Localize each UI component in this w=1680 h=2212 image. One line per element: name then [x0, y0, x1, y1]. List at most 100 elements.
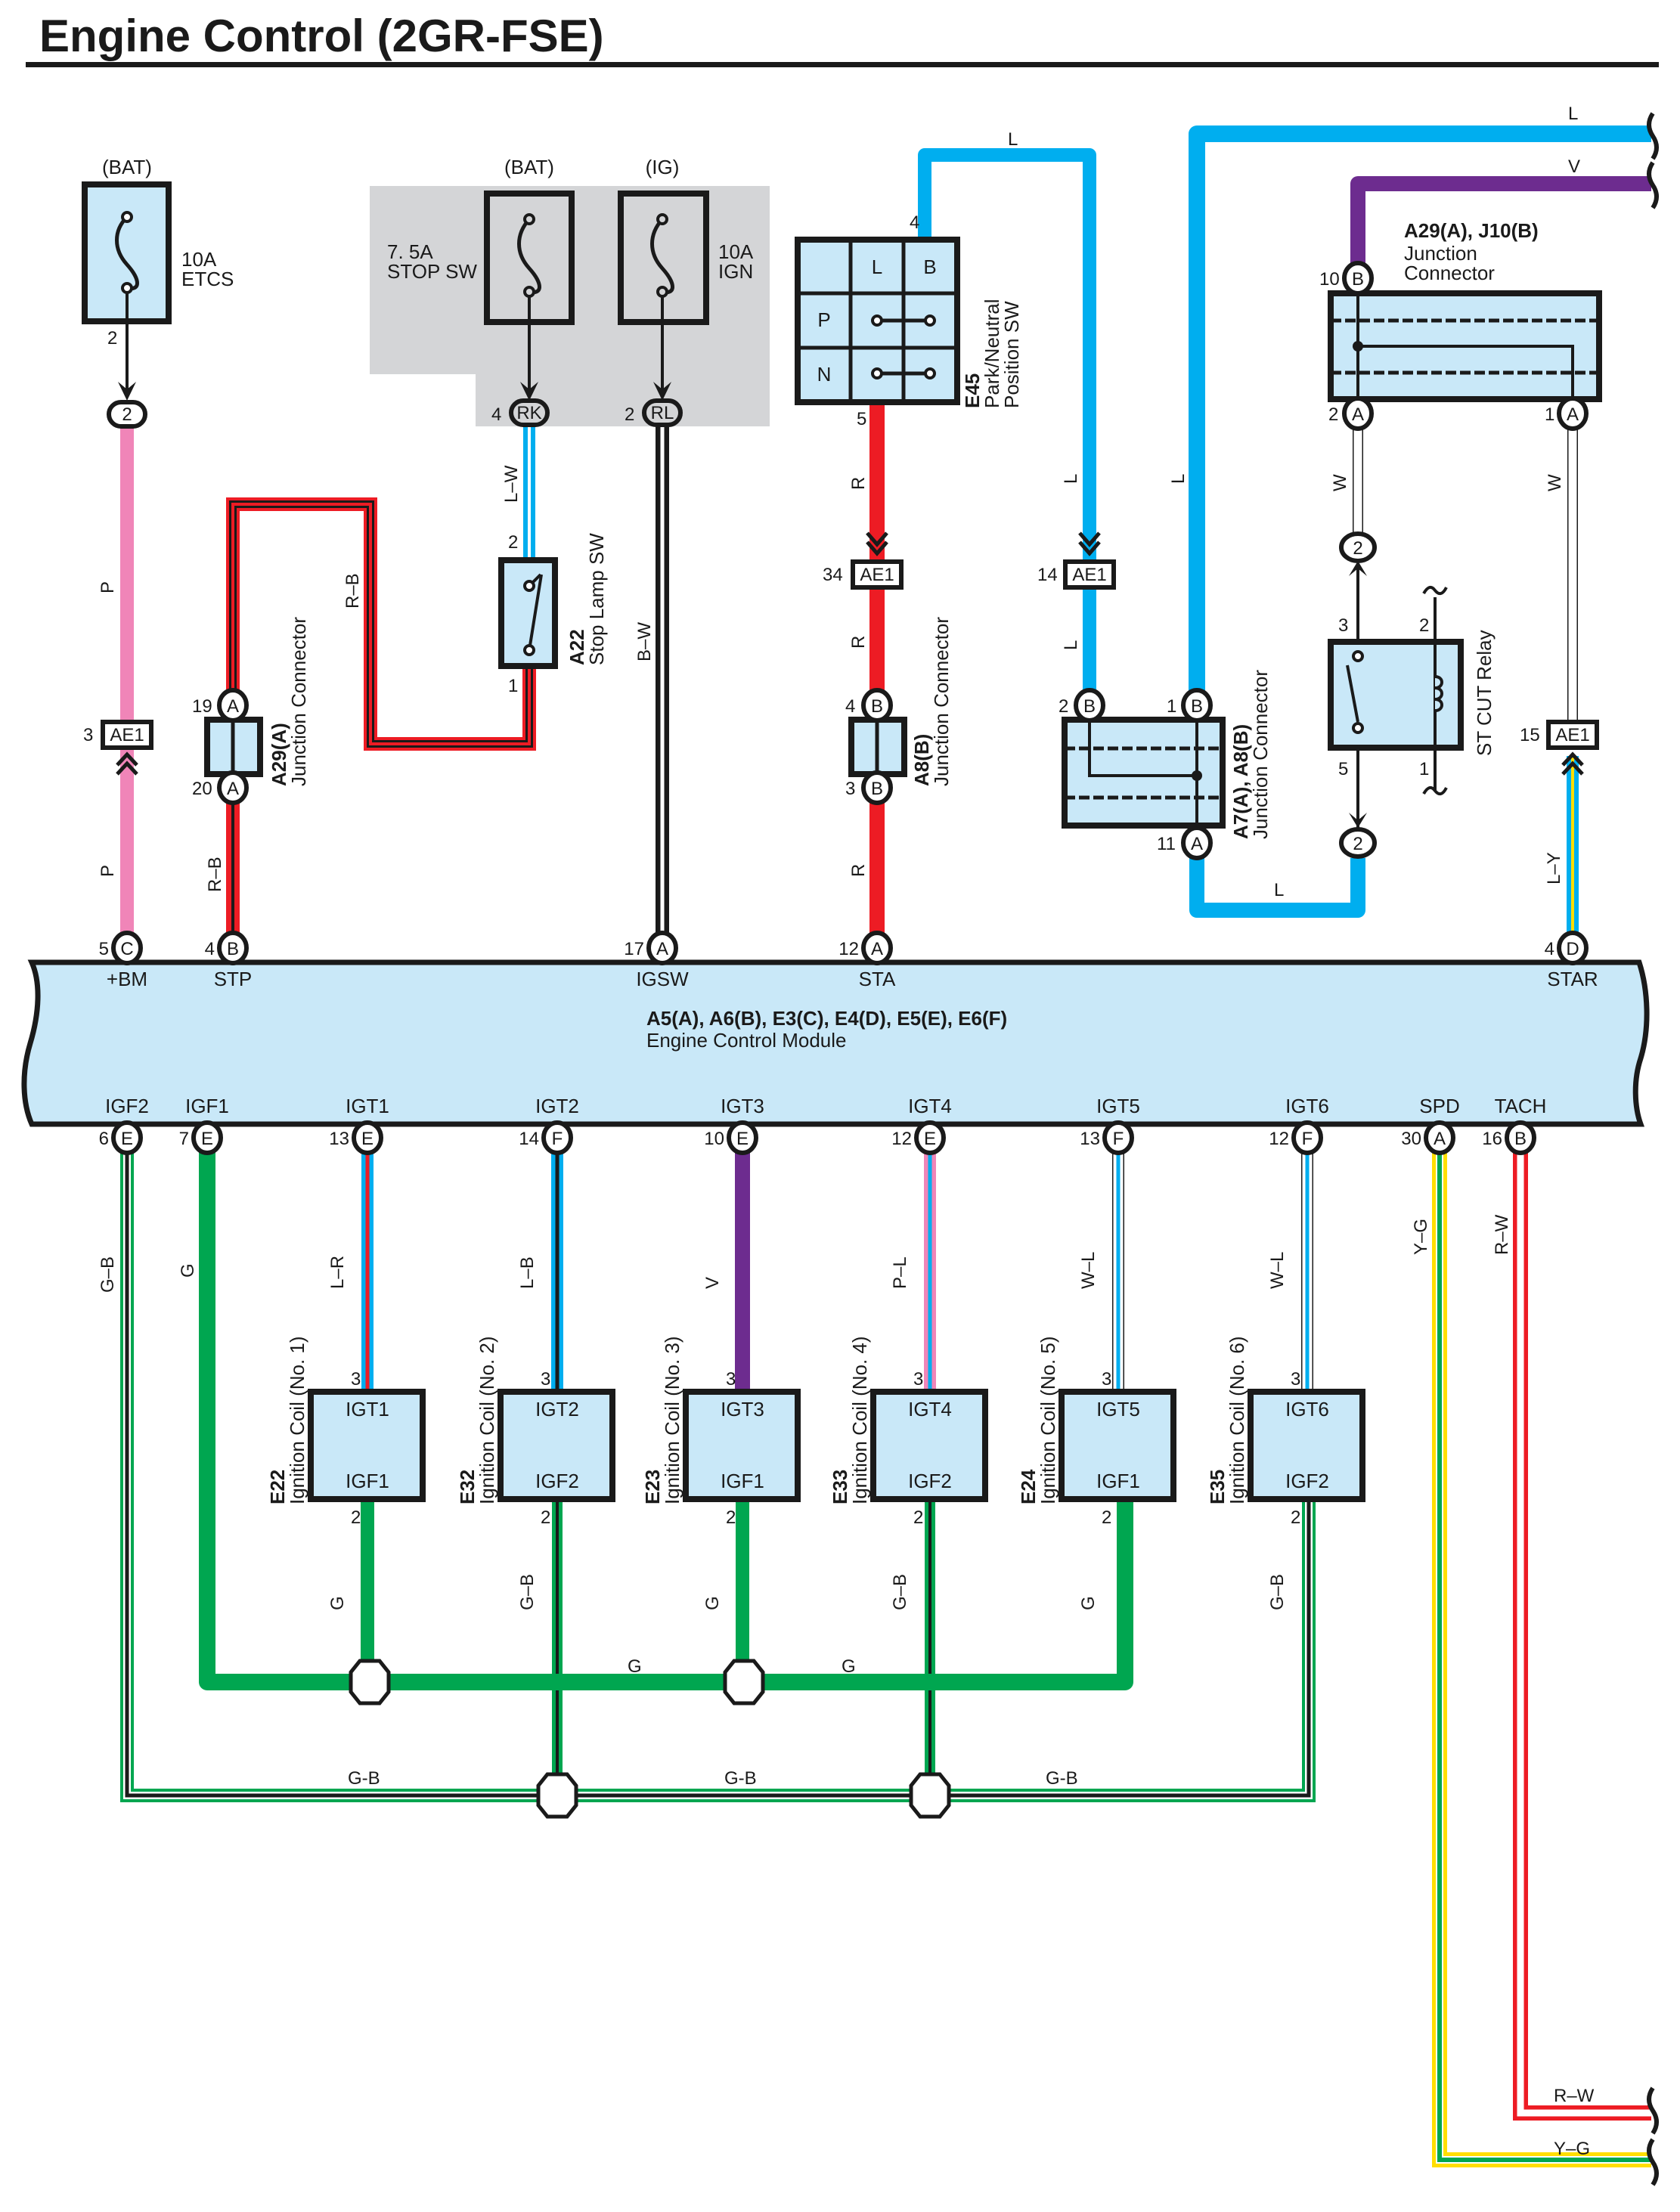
wire-label: G: [1078, 1596, 1099, 1610]
pin-number: 5: [99, 939, 109, 959]
col-label: L: [872, 256, 882, 278]
junction-a29a-j10b: B 10 A 2 A 1 A29(A), J10(B) Junction Con…: [1319, 219, 1602, 431]
signal-label: IGT1: [346, 1095, 389, 1117]
wire-label: R–W: [1554, 2086, 1595, 2106]
wire-break-marks: [1647, 112, 1659, 2186]
wire-label: L: [1274, 880, 1284, 900]
wire-label: L–W: [501, 465, 522, 503]
break-icon: [1647, 161, 1659, 209]
pin-number: 2: [1419, 615, 1429, 636]
connector: [509, 398, 550, 427]
splice-g-2: [723, 1659, 765, 1705]
fuse-rating: 7. 5A: [387, 240, 433, 263]
ecm-pin-bm: C5+BM: [99, 931, 147, 990]
wires: [120, 125, 1651, 2167]
pin-number: 1: [1545, 404, 1554, 425]
signal-label: IGF2: [105, 1095, 149, 1117]
wire-label: W–L: [1078, 1252, 1099, 1289]
pin-number: 12: [891, 1129, 912, 1149]
fuse-name: IGN: [718, 260, 753, 283]
coil-igf-label: IGF2: [908, 1470, 952, 1492]
pin-number: 2: [913, 1507, 923, 1528]
connector-label: B: [227, 939, 239, 959]
connector-label: B: [1083, 696, 1096, 717]
connector-box: [101, 720, 153, 750]
wire-l-relay: [1189, 854, 1365, 918]
pin-number: 2: [541, 1507, 550, 1528]
wire-v: [1350, 176, 1651, 268]
arrow-down-icon: [1349, 813, 1367, 828]
signal-label: TACH: [1495, 1095, 1547, 1117]
pin-number: 20: [192, 779, 212, 799]
pin-number: 4: [491, 404, 501, 425]
wire-label: G-B: [348, 1768, 380, 1789]
ecm-codes: A5(A), A6(B), E3(C), E4(D), E5(E), E6(F): [646, 1007, 1007, 1030]
component-name: Position SW: [1000, 301, 1023, 408]
break-icon: [1647, 112, 1659, 160]
wire-label: G: [178, 1263, 198, 1278]
connector: [642, 398, 683, 427]
splice-g-b-1: [536, 1772, 578, 1819]
signal-label: IGT2: [535, 1095, 579, 1117]
connector-label: AE1: [1555, 725, 1589, 745]
connector-label: E: [121, 1129, 133, 1149]
arrow-down-icon: [118, 382, 136, 401]
connector-label: D: [1566, 939, 1579, 959]
pin-number: 12: [838, 939, 859, 959]
pin-number: 2: [1059, 696, 1068, 717]
pin-number: 5: [857, 409, 866, 429]
component-name: Junction: [1404, 242, 1477, 265]
break-icon: [1422, 585, 1448, 596]
wire-label: V: [702, 1277, 723, 1289]
coil-box: [308, 1389, 426, 1502]
switch-icon: [528, 574, 543, 651]
connector-label: B: [871, 696, 883, 717]
pin-number: 3: [1291, 1369, 1300, 1389]
arrow-down-icon: [653, 382, 671, 401]
connector-label: A: [227, 696, 239, 717]
wire-label: G–B: [890, 1574, 910, 1610]
coil-igt-label: IGT2: [535, 1398, 579, 1420]
connector-label: 2: [1353, 834, 1362, 854]
pin-number: 3: [1338, 615, 1348, 636]
page-title: Engine Control (2GR-FSE): [39, 11, 604, 61]
wire-label: G: [628, 1656, 642, 1677]
connector-label: E: [736, 1129, 749, 1149]
st-cut-relay: 3 2 5 1 2 2 ST CUT Relay: [1328, 531, 1496, 859]
connector-label: AE1: [1072, 565, 1106, 585]
coil-igt-label: IGT5: [1096, 1398, 1140, 1420]
wire-label: P: [98, 581, 118, 593]
wire-label: G: [842, 1656, 856, 1677]
connector-box: [1546, 720, 1599, 750]
pin-number: 4: [845, 696, 855, 717]
connector-label: 2: [1353, 538, 1362, 559]
component-name: Junction Connector: [1249, 670, 1272, 839]
pin-number: 2: [1328, 404, 1338, 425]
connector-label: A: [1352, 404, 1364, 425]
wire-l-pn: [918, 148, 1096, 720]
wire-g-b-igf2: [120, 1149, 1316, 1802]
pin-number: 2: [107, 328, 117, 349]
wire-l-main: [1189, 125, 1651, 720]
connector-label: AE1: [110, 725, 144, 745]
ae1-connector-34: AE1 34: [823, 531, 904, 590]
signal-label: +BM: [107, 968, 147, 990]
fuse-source: (BAT): [102, 156, 152, 178]
component-name: Ignition Coil (No. 2): [476, 1336, 498, 1504]
connector-label: F: [1302, 1129, 1313, 1149]
connector-label: F: [552, 1129, 563, 1149]
wire-label: R: [848, 477, 869, 490]
pin-number: 1: [1419, 759, 1429, 779]
wire-label: Y–G: [1411, 1219, 1431, 1255]
fuse-stop-sw: (BAT) 7. 5A STOP SW 4 RK: [387, 156, 575, 427]
pin-number: 13: [1080, 1129, 1100, 1149]
